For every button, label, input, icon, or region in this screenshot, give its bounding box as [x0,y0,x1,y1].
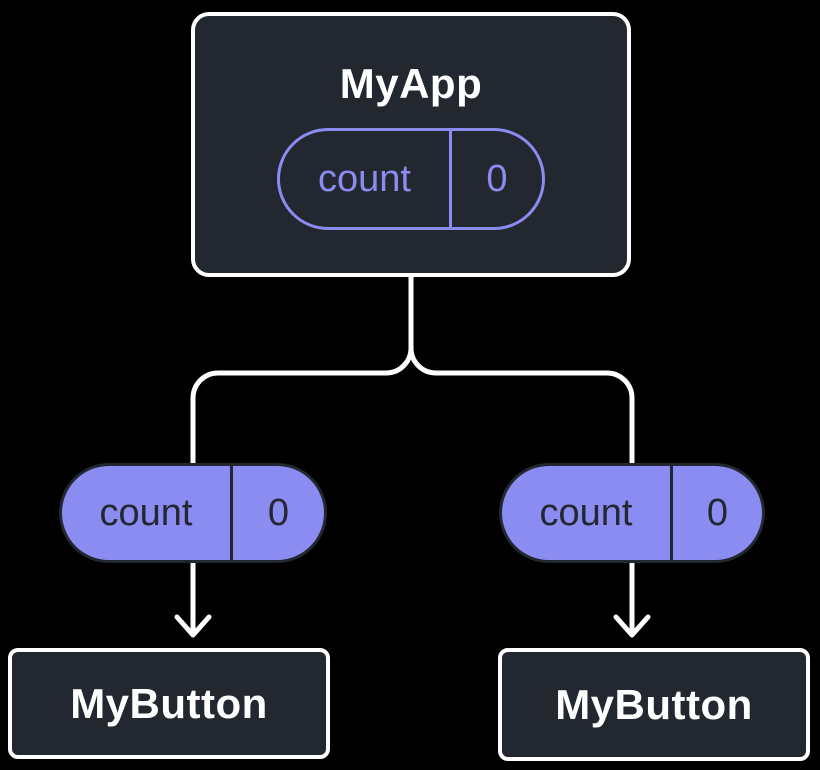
myapp-title: MyApp [339,60,483,107]
right-prop-pill-value: 0 [706,491,729,534]
left-mybutton-node: MyButton [8,648,330,759]
left-prop-pill: count 0 [59,463,327,563]
fork-left-connector [190,273,414,467]
left-prop-pill-name: count [62,466,233,560]
right-mybutton-title: MyButton [555,680,753,728]
right-prop-pill-name: count [502,466,673,560]
left-arrow-head-icon [174,614,212,638]
state-pill-value: 0 [486,157,508,200]
myapp-state-pill: count 0 [277,128,545,230]
right-prop-pill: count 0 [499,463,765,563]
right-mybutton-node: MyButton [498,648,810,761]
myapp-node: MyApp count 0 [191,12,631,277]
left-prop-pill-value: 0 [267,491,290,534]
right-arrow-head-icon [613,614,651,638]
fork-right-connector [408,273,635,467]
state-pill-name: count [280,131,452,227]
left-mybutton-title: MyButton [70,679,268,727]
